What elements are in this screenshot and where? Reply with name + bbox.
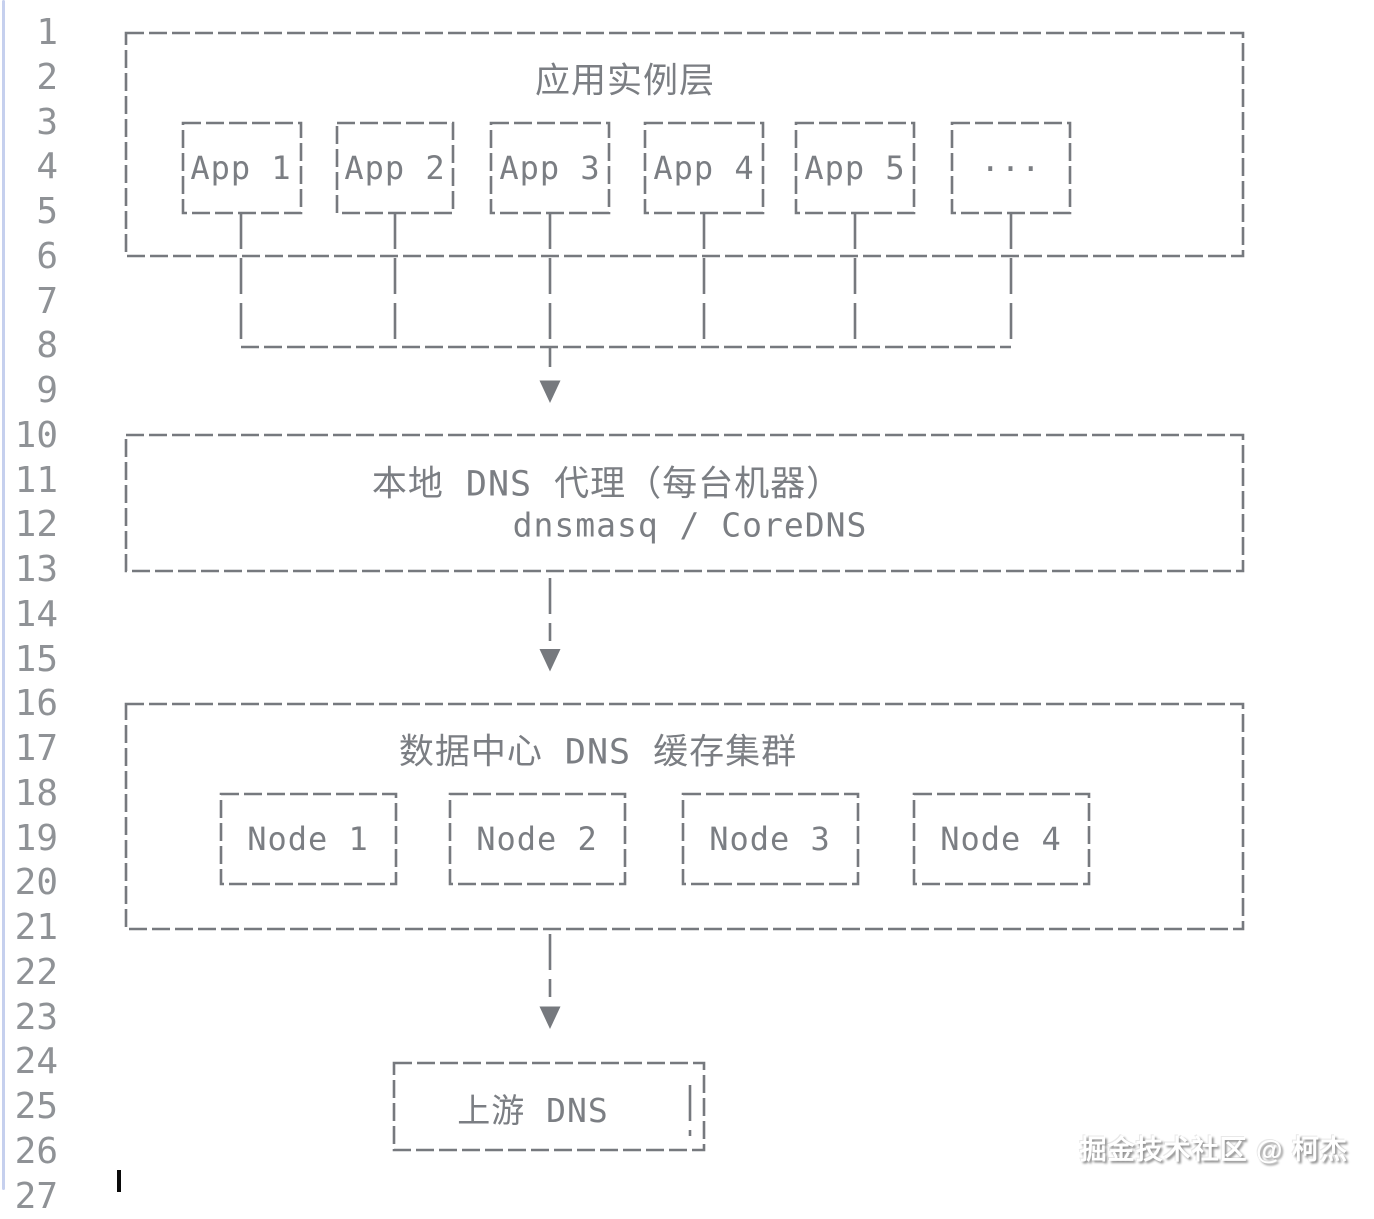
line-number: 19	[14, 817, 58, 859]
line-number: 3	[36, 101, 58, 143]
line-number: 7	[36, 280, 58, 322]
watermark: 掘金技术社区 @ 柯杰	[1079, 1135, 1348, 1165]
gutter-border	[2, 0, 5, 1190]
node-3-label: Node 3	[709, 820, 831, 858]
local-dns-title: 本地 DNS 代理（每台机器）	[371, 464, 843, 505]
line-number: 8	[36, 325, 58, 367]
line-number: 20	[14, 862, 58, 904]
line-number: 23	[14, 996, 58, 1038]
upstream-dns-title: 上游 DNS	[457, 1091, 609, 1130]
node-2-box	[448, 792, 627, 886]
line-number: 12	[14, 504, 58, 546]
app-layer-box	[124, 31, 1245, 258]
line-number: 22	[14, 951, 58, 993]
app-2-label: App 2	[344, 149, 446, 187]
line-number: 10	[14, 414, 58, 456]
app-4-label: App 4	[653, 149, 755, 187]
line-number: 6	[36, 235, 58, 277]
line-number: 16	[14, 683, 58, 725]
line-number: 5	[36, 191, 58, 233]
line-number: 18	[14, 772, 58, 814]
node-4-box	[912, 792, 1091, 886]
line-number: 15	[14, 638, 58, 680]
node-3-box	[681, 792, 860, 886]
node-2-label: Node 2	[476, 820, 598, 858]
line-number: 17	[14, 728, 58, 770]
line-number: 2	[36, 56, 58, 98]
text-cursor	[117, 1170, 121, 1192]
upstream-dns-box	[392, 1061, 706, 1152]
arrow-1-head	[539, 380, 561, 403]
line-number: 21	[14, 907, 58, 949]
line-number: 1	[36, 12, 58, 53]
local-dns-box	[124, 433, 1245, 573]
node-1-label: Node 1	[247, 820, 369, 858]
local-dns-subtitle: dnsmasq / CoreDNS	[512, 505, 868, 545]
line-number: 11	[14, 459, 58, 501]
ascii-diagram	[124, 31, 1245, 1152]
arrow-2-head	[539, 649, 561, 672]
dc-cluster-title: 数据中心 DNS 缓存集群	[398, 732, 798, 773]
line-number: 13	[14, 549, 58, 591]
app-5-label: App 5	[804, 149, 906, 187]
app-layer-title: 应用实例层	[534, 61, 716, 102]
line-number: 24	[14, 1041, 58, 1083]
line-number: 14	[14, 593, 58, 635]
arrow-3-head	[539, 1006, 561, 1029]
node-4-label: Node 4	[940, 820, 1062, 858]
app-more-label: ...	[980, 141, 1042, 179]
line-number: 25	[14, 1086, 58, 1128]
line-number: 9	[36, 370, 58, 412]
line-number: 26	[14, 1131, 58, 1172]
node-1-box	[219, 792, 398, 886]
dc-cluster-box	[124, 702, 1245, 931]
app-3-label: App 3	[499, 149, 601, 187]
app-1-label: App 1	[190, 149, 292, 187]
line-number: 4	[36, 146, 58, 188]
